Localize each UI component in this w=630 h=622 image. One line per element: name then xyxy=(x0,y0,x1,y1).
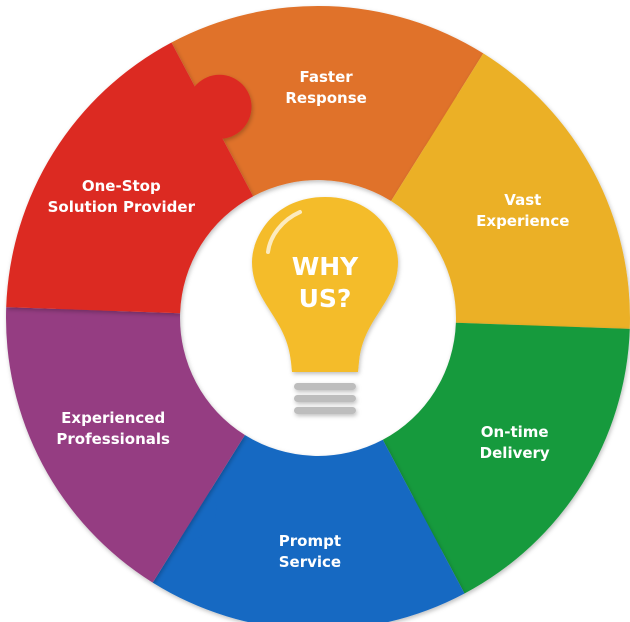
bulb-highlight xyxy=(266,210,302,254)
segment-shape-vast-experience xyxy=(391,53,630,329)
segment-label-line: One-Stop xyxy=(82,177,161,195)
segment-label-line: Experienced xyxy=(61,409,165,427)
bulb-title-line-2: US? xyxy=(299,284,352,313)
segment-shape-experienced-professionals xyxy=(6,307,245,583)
segment-shape-prompt-service xyxy=(152,435,465,622)
bulb-base-ring-1 xyxy=(294,383,356,390)
light-bulb-icon xyxy=(252,197,398,414)
segment-shape-faster-response xyxy=(171,5,484,201)
bulb-glass xyxy=(252,197,398,372)
bulb-title-line-1: WHY xyxy=(292,252,359,281)
puzzle-segments xyxy=(6,5,630,622)
segment-label-line: Response xyxy=(285,89,366,107)
segment-label-line: Experience xyxy=(476,212,569,230)
puzzle-tab-one-stop-solution-provider xyxy=(187,74,252,139)
segment-label-line: On-time xyxy=(481,423,549,441)
segment-label-line: Professionals xyxy=(56,430,170,448)
segment-label-line: Vast xyxy=(504,191,541,209)
segment-label-line: Delivery xyxy=(480,444,550,462)
segment-one-stop-solution-provider xyxy=(6,42,254,314)
segment-label-line: Service xyxy=(279,553,341,571)
segment-label-line: Prompt xyxy=(279,532,341,550)
bulb-base-ring-3 xyxy=(294,407,356,414)
bulb-base-ring-2 xyxy=(294,395,356,402)
segment-label-line: Solution Provider xyxy=(48,198,196,216)
segment-label-line: Faster xyxy=(300,68,354,86)
